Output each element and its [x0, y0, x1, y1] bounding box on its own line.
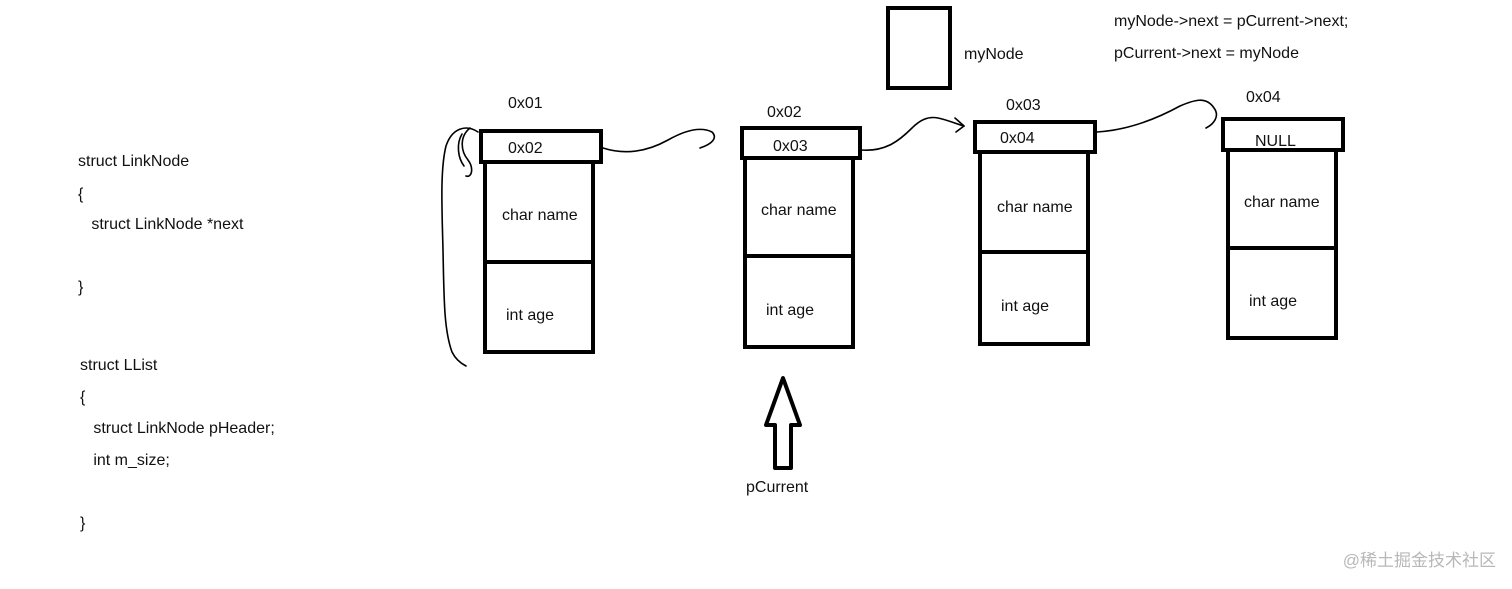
next-pointer-cell	[973, 120, 1097, 154]
node-address-label: 0x02	[767, 104, 802, 121]
header-loop-scribble	[461, 127, 473, 178]
code-line: struct LinkNode pHeader;	[80, 420, 275, 437]
name-field-label: char name	[997, 199, 1073, 216]
age-field-cell	[978, 250, 1090, 346]
next-arrow	[954, 117, 965, 133]
node-address-label: 0x04	[1246, 89, 1281, 106]
code-line: struct LList	[80, 357, 158, 374]
next-pointer-value: 0x04	[1000, 130, 1035, 147]
age-field-label: int age	[1249, 293, 1298, 310]
header-loop-scribble	[441, 127, 479, 367]
code-line: {	[80, 389, 86, 406]
code-line: struct LinkNode *next	[78, 216, 244, 233]
next-pointer-value: 0x03	[773, 138, 808, 155]
code-line: {	[78, 186, 84, 203]
code-line: }	[80, 515, 86, 532]
new-node-box	[886, 6, 952, 90]
name-field-label: char name	[761, 202, 837, 219]
insert-statement: myNode->next = pCurrent->next;	[1114, 13, 1349, 30]
node-address-label: 0x03	[1006, 97, 1041, 114]
age-field-cell	[1226, 246, 1338, 340]
next-pointer-value: 0x02	[508, 140, 543, 157]
pcurrent-label: pCurrent	[746, 479, 809, 496]
next-pointer-value: NULL	[1255, 133, 1296, 150]
next-arrow	[860, 116, 965, 151]
header-loop-scribble	[457, 133, 465, 167]
node-address-label: 0x01	[508, 95, 543, 112]
new-node-label: myNode	[964, 46, 1024, 63]
age-field-label: int age	[1001, 298, 1050, 315]
next-arrow	[602, 128, 716, 153]
code-line: int m_size;	[80, 452, 170, 469]
age-field-label: int age	[506, 307, 555, 324]
age-field-cell	[743, 254, 855, 349]
next-arrow	[1096, 99, 1218, 133]
name-field-label: char name	[502, 207, 578, 224]
insert-statement: pCurrent->next = myNode	[1114, 45, 1299, 62]
code-line: struct LinkNode	[78, 153, 190, 170]
watermark: @稀土掘金技术社区	[1342, 551, 1496, 570]
age-field-cell	[483, 260, 595, 354]
name-field-label: char name	[1244, 194, 1320, 211]
pcurrent-arrow	[764, 376, 802, 470]
code-line: }	[78, 279, 84, 296]
age-field-label: int age	[766, 302, 815, 319]
